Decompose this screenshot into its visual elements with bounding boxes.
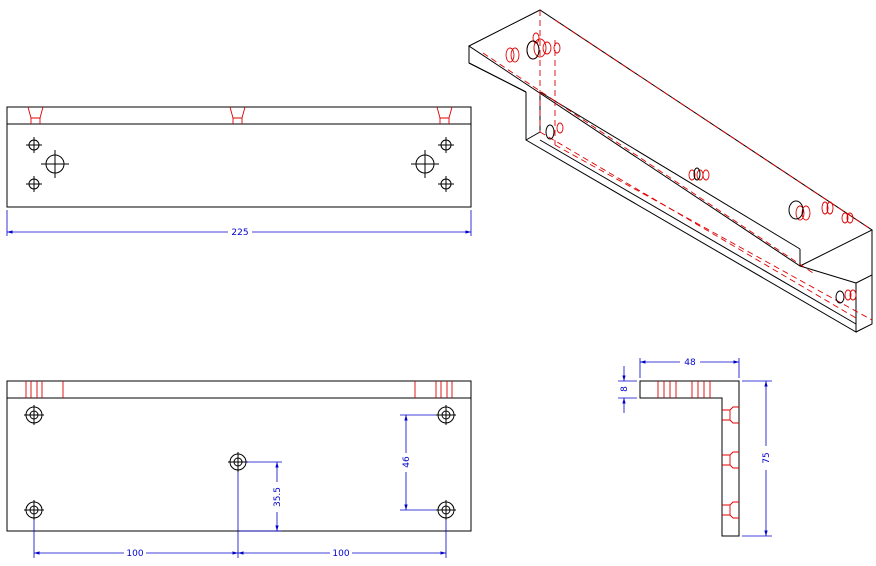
dim-label-48: 48: [684, 358, 696, 368]
iso-holes: [505, 32, 857, 304]
dim-100-right: 100: [238, 520, 447, 559]
front-view-outline: [6, 380, 472, 532]
iso-hidden-edges: [482, 10, 873, 321]
dim-100-left: 100: [33, 472, 239, 559]
front-view-holes: [24, 405, 456, 520]
dim-label-225: 225: [231, 228, 248, 238]
dim-label-75: 75: [762, 452, 772, 463]
top-view-outline: [6, 106, 472, 208]
dim-8: 8: [618, 366, 637, 413]
dim-label-100-right: 100: [332, 549, 349, 559]
side-view: 48 8 75: [618, 358, 772, 537]
front-view: 100 100 35.5 46: [6, 380, 472, 559]
dim-46: 46: [400, 414, 436, 511]
dim-35-5: 35.5: [240, 461, 283, 532]
iso-visible-edges: [468, 9, 873, 333]
top-view-small-holes: [26, 137, 454, 192]
isometric-view: [468, 9, 873, 333]
front-view-hidden-holes: [25, 381, 453, 398]
top-view: 225: [6, 106, 472, 238]
dim-label-46: 46: [402, 456, 412, 468]
side-view-hidden-holes: [657, 381, 739, 519]
dim-75: 75: [742, 380, 772, 537]
dim-48: 48: [639, 358, 740, 378]
dim-label-8: 8: [620, 386, 630, 392]
dim-label-35-5: 35.5: [273, 487, 283, 507]
top-view-countersinks: [27, 106, 453, 124]
dim-225: 225: [6, 210, 472, 238]
dim-label-100-left: 100: [126, 549, 143, 559]
top-view-large-holes: [41, 150, 439, 178]
side-view-l-profile: [639, 380, 740, 537]
